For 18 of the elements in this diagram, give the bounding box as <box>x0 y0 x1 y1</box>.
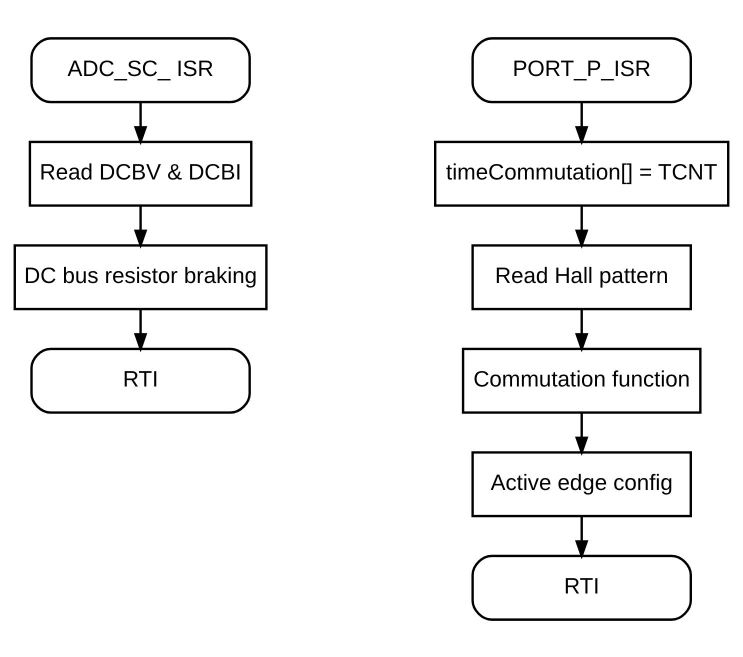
arrow <box>575 102 588 145</box>
arrow <box>575 516 588 559</box>
node-box: Commutation function <box>462 347 702 414</box>
node-box: RTI <box>471 554 692 620</box>
node-box: DC bus resistor braking <box>14 244 268 310</box>
arrow <box>134 308 148 352</box>
node-box: ADC_SC_ ISR <box>30 36 251 103</box>
node-box: Read Hall pattern <box>471 244 692 310</box>
node-box: Read DCBV & DCBI <box>28 140 252 206</box>
arrow <box>575 412 588 456</box>
arrow <box>134 102 148 145</box>
arrow <box>134 205 148 248</box>
node-box: Active edge config <box>471 450 692 517</box>
arrow <box>575 205 588 248</box>
node-box: timeCommutation[] = TCNT <box>434 140 730 206</box>
node-box: PORT_P_ISR <box>471 36 692 103</box>
node-box: RTI <box>30 347 251 414</box>
arrow <box>575 308 588 352</box>
